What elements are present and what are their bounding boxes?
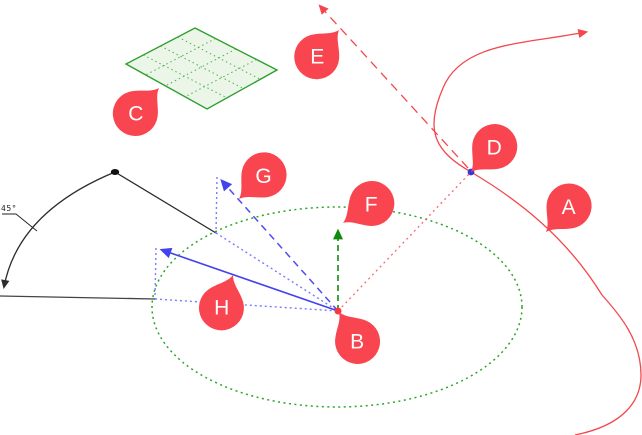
- rotated-ray: [114, 171, 217, 234]
- solid-vector-arrow: [159, 247, 339, 312]
- pin-C-shape: [112, 88, 159, 136]
- dimension-arc: [1, 171, 116, 289]
- red-curve: [433, 28, 642, 435]
- pin-D: D: [471, 124, 518, 172]
- pins-layer: A B C D E F G H: [112, 30, 592, 364]
- pin-C: C: [112, 88, 159, 136]
- pin-G-shape: [239, 152, 287, 199]
- pin-A-label: A: [562, 196, 576, 219]
- radius-dotted-line: [337, 171, 472, 312]
- angle-dimension: 45°: [0, 169, 217, 300]
- g-vertical-projection: [215, 176, 218, 234]
- pin-C-label: C: [128, 102, 143, 125]
- pin-E-label: E: [310, 46, 324, 69]
- plane-grid: [143, 36, 261, 98]
- dashed-vector-arrow: [220, 179, 339, 312]
- h-foot-line: [154, 298, 339, 312]
- pin-B-label: B: [350, 330, 364, 353]
- pin-D-label: D: [487, 137, 502, 160]
- h-vertical-projection: [154, 247, 157, 300]
- pin-F-shape: [343, 180, 395, 226]
- baseline: [0, 295, 156, 300]
- angle-dimension-text: 45°: [1, 204, 17, 213]
- tangent-dashed-arrow: [318, 4, 469, 169]
- pin-E-shape: [294, 30, 340, 80]
- blue-vectors: [154, 176, 339, 312]
- pin-G-label: G: [255, 165, 271, 188]
- pin-B: B: [335, 312, 381, 364]
- pin-H-label: H: [214, 297, 229, 320]
- pin-A: A: [546, 183, 592, 232]
- pin-H: H: [198, 275, 244, 331]
- plane-face: [124, 27, 279, 110]
- vertex-point: [110, 169, 120, 175]
- pin-B-shape: [335, 312, 381, 364]
- dimension-leader: [2, 213, 38, 232]
- g-foot-line: [215, 232, 339, 312]
- pin-D-shape: [471, 124, 518, 172]
- ground-plane: [124, 27, 279, 110]
- pin-H-shape: [198, 275, 244, 331]
- pin-A-shape: [546, 183, 592, 232]
- pin-F-label: F: [365, 193, 378, 216]
- pin-E: E: [294, 30, 340, 80]
- guide-ellipse: [151, 206, 523, 408]
- pin-F: F: [343, 180, 395, 226]
- pin-G: G: [239, 152, 287, 199]
